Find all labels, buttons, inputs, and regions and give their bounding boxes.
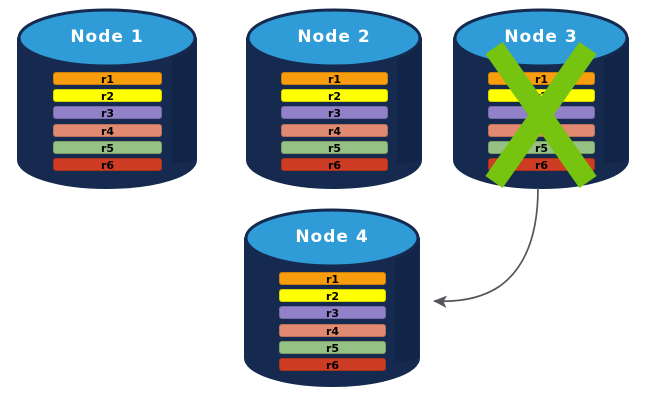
cylinder-top-cap <box>244 208 420 268</box>
row-bar-r5[interactable]: r5 <box>53 140 162 155</box>
row-bar-r4[interactable]: r4 <box>488 123 595 138</box>
cylinder-top-cap <box>246 8 422 68</box>
row-bar-r1[interactable]: r1 <box>53 72 162 86</box>
row-bar-r3[interactable]: r3 <box>279 306 386 320</box>
row-bar-r6[interactable]: r6 <box>488 158 595 172</box>
row-bar-r4[interactable]: r4 <box>281 123 388 138</box>
cylinder-shading <box>172 38 196 164</box>
row-bar-r1[interactable]: r1 <box>279 272 386 286</box>
row-bar-r6[interactable]: r6 <box>53 158 162 172</box>
cylinder-shading <box>397 38 421 164</box>
row-bar-r3[interactable]: r3 <box>53 106 162 120</box>
row-bar-r5[interactable]: r5 <box>279 340 386 355</box>
row-bar-r1[interactable]: r1 <box>281 72 388 86</box>
cylinder-top-cap <box>17 8 197 68</box>
row-bar-r2[interactable]: r2 <box>488 89 595 103</box>
cylinder-shading <box>604 38 628 164</box>
row-bar-r5[interactable]: r5 <box>281 140 388 155</box>
row-bar-r2[interactable]: r2 <box>281 89 388 103</box>
row-list-node1: r1 r2 r3 r4 r5 r6 <box>16 8 198 190</box>
row-list-node4: r1 r2 r3 r4 r5 r6 <box>243 208 421 388</box>
row-bar-r3[interactable]: r3 <box>281 106 388 120</box>
failover-arrow-path <box>433 187 539 308</box>
cylinder-shading <box>395 238 419 362</box>
row-bar-r4[interactable]: r4 <box>53 123 162 138</box>
row-list-node2: r1 r2 r3 r4 r5 r6 <box>245 8 423 190</box>
row-bar-r5[interactable]: r5 <box>488 140 595 155</box>
row-bar-r6[interactable]: r6 <box>279 358 386 372</box>
row-bar-r3[interactable]: r3 <box>488 106 595 120</box>
row-bar-r2[interactable]: r2 <box>279 289 386 303</box>
row-bar-r6[interactable]: r6 <box>281 158 388 172</box>
row-bar-r1[interactable]: r1 <box>488 72 595 86</box>
row-list-node3: r1 r2 r3 r4 r5 r6 <box>452 8 630 190</box>
row-bar-r4[interactable]: r4 <box>279 323 386 338</box>
row-bar-r2[interactable]: r2 <box>53 89 162 103</box>
